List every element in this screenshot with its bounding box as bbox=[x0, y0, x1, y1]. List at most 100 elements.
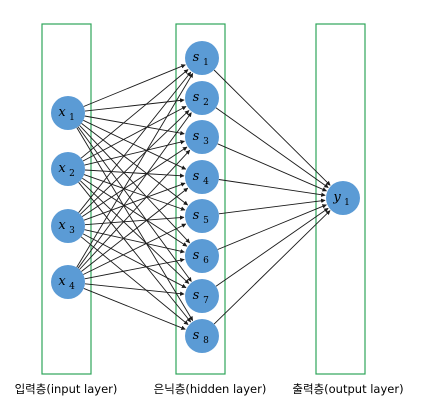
edge-s4-y1 bbox=[218, 179, 326, 197]
node-subscript: 4 bbox=[69, 282, 75, 292]
edge-s7-y1 bbox=[215, 207, 329, 287]
node-label: s bbox=[193, 328, 200, 343]
node-subscript: 4 bbox=[203, 177, 209, 187]
edge-x1-s5 bbox=[81, 123, 189, 206]
node-label: s bbox=[193, 90, 200, 105]
edge-x4-s7 bbox=[84, 283, 185, 296]
node-circle bbox=[51, 96, 85, 130]
node-label: s bbox=[193, 248, 200, 263]
node-label: s bbox=[193, 288, 200, 303]
node-subscript: 3 bbox=[69, 226, 75, 236]
edge-x4-s3 bbox=[79, 149, 191, 270]
hidden-layer-box bbox=[175, 23, 226, 375]
output-layer-caption: 출력층(output layer) bbox=[292, 382, 403, 396]
node-circle bbox=[185, 160, 219, 194]
edge-x3-s3 bbox=[81, 146, 188, 217]
edge-x2-s8 bbox=[78, 182, 192, 323]
edge-s6-y1 bbox=[217, 204, 327, 250]
edge-x4-s5 bbox=[83, 223, 187, 275]
edge-s3-y1 bbox=[217, 143, 327, 192]
node-circle bbox=[326, 181, 360, 215]
node-subscript: 5 bbox=[203, 216, 209, 226]
node-circle bbox=[51, 265, 85, 299]
edge-x3-s2 bbox=[79, 110, 190, 215]
hidden-layer-caption: 은닉층(hidden layer) bbox=[154, 382, 267, 396]
node-circle bbox=[185, 120, 219, 154]
node-label: x bbox=[58, 105, 66, 120]
edge-x2-s5 bbox=[83, 174, 186, 211]
edge-s5-y1 bbox=[218, 198, 326, 215]
edge-x3-s5 bbox=[84, 215, 185, 226]
edge-x1-s8 bbox=[76, 127, 194, 321]
edge-x1-s3 bbox=[84, 115, 185, 136]
node-circle bbox=[51, 209, 85, 243]
edges-group bbox=[76, 64, 331, 330]
edge-x1-s2 bbox=[84, 98, 185, 112]
input-layer-box bbox=[41, 23, 92, 375]
edge-x3-s1 bbox=[78, 71, 192, 213]
edge-x2-s6 bbox=[82, 177, 188, 247]
edge-s1-y1 bbox=[213, 69, 331, 186]
edge-x2-s1 bbox=[80, 69, 189, 159]
node-label: s bbox=[193, 208, 200, 223]
edge-x1-s1 bbox=[83, 64, 186, 107]
edge-x4-s8 bbox=[83, 287, 186, 330]
node-subscript: 3 bbox=[203, 137, 209, 147]
node-label: x bbox=[58, 218, 66, 233]
node-subscript: 2 bbox=[203, 98, 209, 108]
edge-x1-s6 bbox=[79, 125, 191, 244]
node-circle bbox=[185, 279, 219, 313]
node-circle bbox=[185, 199, 219, 233]
edge-x4-s4 bbox=[81, 187, 189, 272]
node-label: x bbox=[58, 161, 66, 176]
node-label: s bbox=[193, 169, 200, 184]
edge-x2-s2 bbox=[82, 106, 187, 162]
node-subscript: 1 bbox=[203, 58, 209, 68]
node-subscript: 8 bbox=[203, 336, 209, 346]
node-subscript: 1 bbox=[69, 113, 75, 123]
edge-x3-s8 bbox=[80, 236, 189, 325]
node-label: s bbox=[193, 129, 200, 144]
node-circle bbox=[185, 41, 219, 75]
edge-x3-s7 bbox=[82, 233, 187, 289]
node-subscript: 1 bbox=[344, 198, 350, 208]
edge-x1-s4 bbox=[83, 119, 187, 170]
node-subscript: 7 bbox=[203, 296, 209, 306]
edge-s2-y1 bbox=[215, 107, 329, 188]
edge-x4-s1 bbox=[76, 73, 194, 268]
edge-x1-s7 bbox=[77, 126, 192, 282]
node-circle bbox=[185, 239, 219, 273]
output-layer-box bbox=[315, 23, 366, 375]
input-layer-caption: 입력층(input layer) bbox=[15, 382, 118, 396]
node-label: y bbox=[332, 190, 341, 205]
node-circle bbox=[51, 152, 85, 186]
node-label: x bbox=[58, 274, 66, 289]
node-subscript: 6 bbox=[203, 256, 209, 266]
edge-x2-s7 bbox=[79, 180, 190, 284]
edge-x4-s2 bbox=[77, 112, 192, 269]
node-subscript: 2 bbox=[69, 169, 75, 179]
node-circle bbox=[185, 81, 219, 115]
edge-s8-y1 bbox=[213, 210, 331, 325]
edge-x3-s4 bbox=[83, 182, 186, 221]
edge-x3-s6 bbox=[84, 229, 185, 254]
node-circle bbox=[185, 319, 219, 353]
edge-x4-s6 bbox=[84, 257, 185, 280]
node-label: s bbox=[193, 50, 200, 65]
